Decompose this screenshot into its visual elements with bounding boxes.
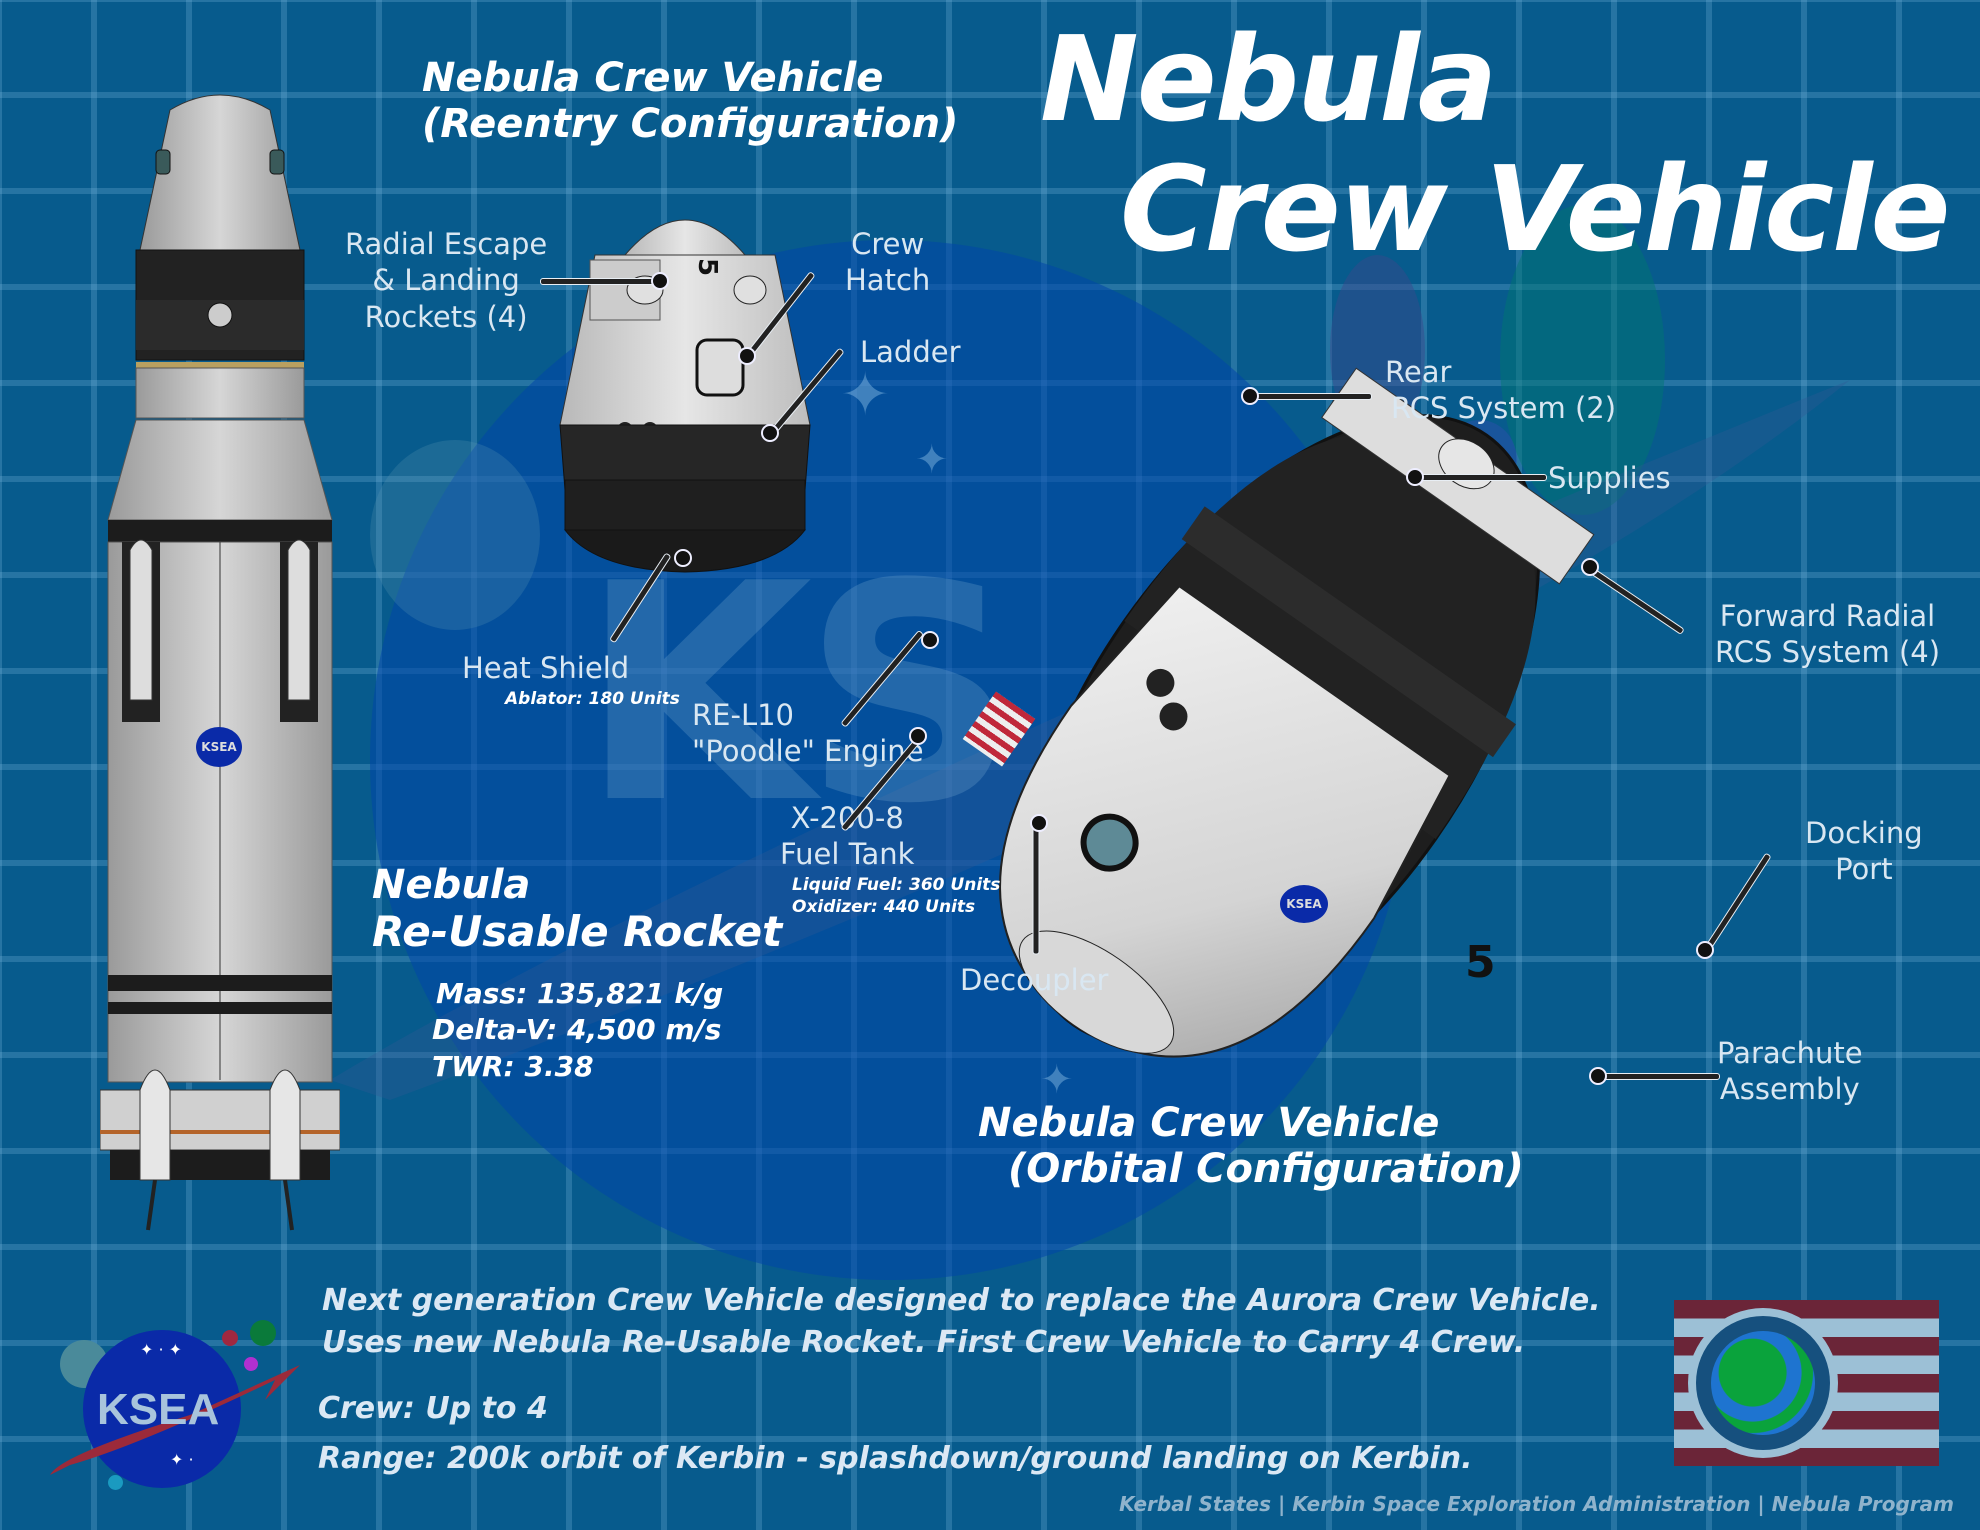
leader-dot xyxy=(1581,558,1599,576)
orbital-vehicle-illustration xyxy=(999,367,1595,1058)
orbital-capsule-number: 5 xyxy=(1465,937,1496,988)
logo-planet-red xyxy=(222,1330,238,1346)
logo-planet-cyan xyxy=(108,1475,123,1490)
rocket-twr: TWR: 3.38 xyxy=(432,1049,594,1083)
orbital-ksea-decal: KSEA xyxy=(1280,885,1328,923)
star-icon: ✦ xyxy=(915,437,949,483)
label-rear-rcs: Rear RCS System (2) xyxy=(1385,355,1617,426)
description-line2: Uses new Nebula Re-Usable Rocket. First … xyxy=(322,1325,1526,1360)
earth-globe-icon xyxy=(1711,1331,1815,1435)
rocket-ksea-decal: KSEA xyxy=(196,727,242,767)
logo-planet-green xyxy=(250,1320,276,1346)
label-forward-rcs: Forward Radial RCS System (4) xyxy=(1715,599,1941,670)
logo-stars: ✦ · ✦ xyxy=(140,1340,183,1359)
leader-radial-escape xyxy=(540,278,662,285)
logo-swoosh xyxy=(50,1365,300,1475)
logo-planet-purple xyxy=(244,1357,258,1371)
ksea-logo: KSEA ✦ · ✦ ✦ · xyxy=(50,1305,310,1495)
leader-dot xyxy=(738,347,756,365)
label-engine: RE-L10 "Poodle" Engine xyxy=(692,698,924,769)
label-heat-shield-sub: Ablator: 180 Units xyxy=(505,689,680,709)
label-heat-shield: Heat Shield xyxy=(462,651,630,685)
logo-text: KSEA xyxy=(97,1385,220,1434)
reentry-capsule-number: 5 xyxy=(692,257,723,277)
label-fuel-tank-sub: Liquid Fuel: 360 Units Oxidizer: 440 Uni… xyxy=(792,875,1001,918)
rocket-delta-v: Delta-V: 4,500 m/s xyxy=(432,1013,722,1047)
leader-dot xyxy=(1696,941,1714,959)
leader-dot xyxy=(921,631,939,649)
kerbal-states-flag xyxy=(1674,1300,1939,1466)
label-parachute: Parachute Assembly xyxy=(1717,1036,1863,1107)
description: Next generation Crew Vehicle designed to… xyxy=(318,1280,1601,1480)
crew-capacity: Crew: Up to 4 xyxy=(318,1391,548,1426)
leader-dot xyxy=(1589,1067,1607,1085)
footer-credits: Kerbal States | Kerbin Space Exploration… xyxy=(1119,1492,1954,1516)
background-blob-teal xyxy=(370,440,540,630)
leader-dot xyxy=(651,272,669,290)
background-blob-green xyxy=(1500,205,1665,515)
leader-dot xyxy=(1030,814,1048,832)
leader-dot xyxy=(1406,468,1424,486)
leader-decoupler xyxy=(1032,827,1040,955)
reentry-capsule-illustration xyxy=(559,219,811,573)
rocket-mass: Mass: 135,821 k/g xyxy=(436,977,724,1010)
leader-rear-rcs xyxy=(1250,393,1372,400)
main-title-line1: Nebula xyxy=(1040,10,1497,148)
leader-dot xyxy=(761,424,779,442)
label-radial-escape: Radial Escape & Landing Rockets (4) xyxy=(345,227,548,334)
orbital-heading: Nebula Crew Vehicle (Orbital Configurati… xyxy=(978,1100,1524,1192)
nebula-rocket-illustration xyxy=(100,94,340,1231)
rocket-heading: Nebula Re-Usable Rocket xyxy=(372,862,783,956)
reentry-heading-line1: Nebula Crew Vehicle xyxy=(422,55,884,101)
leader-dot xyxy=(674,549,692,567)
label-supplies: Supplies xyxy=(1548,461,1671,495)
reentry-heading: Nebula Crew Vehicle (Reentry Configurati… xyxy=(422,55,958,147)
star-icon: ✦ xyxy=(1040,1057,1074,1103)
label-ladder: Ladder xyxy=(860,335,961,369)
label-decoupler: Decoupler xyxy=(960,963,1109,997)
star-icon: ✦ xyxy=(840,360,891,430)
leader-dot xyxy=(1241,387,1259,405)
logo-stars: ✦ · xyxy=(170,1450,194,1469)
main-title-line2: Crew Vehicle xyxy=(1120,140,1951,278)
rocket-stats: Mass: 135,821 k/g Delta-V: 4,500 m/s TWR… xyxy=(432,976,723,1085)
leader-dot xyxy=(909,727,927,745)
label-docking-port: Docking Port xyxy=(1805,816,1923,887)
logo-circle xyxy=(83,1330,241,1488)
range: Range: 200k orbit of Kerbin - splashdown… xyxy=(318,1441,1473,1476)
description-line1: Next generation Crew Vehicle designed to… xyxy=(322,1283,1601,1318)
label-fuel-tank: X-200-8 Fuel Tank xyxy=(780,801,915,872)
leader-supplies xyxy=(1415,474,1547,481)
reentry-heading-line2: (Reentry Configuration) xyxy=(422,101,959,147)
leader-parachute xyxy=(1598,1073,1720,1080)
label-crew-hatch: Crew Hatch xyxy=(845,227,931,298)
